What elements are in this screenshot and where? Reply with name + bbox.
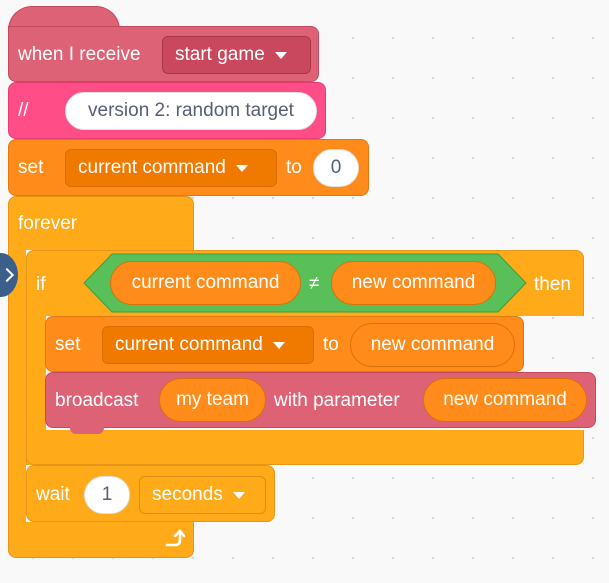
wait-unit-dropdown[interactable]: seconds — [139, 476, 266, 514]
set-label-2: set — [55, 334, 81, 355]
wait-block[interactable]: wait 1 seconds — [26, 465, 275, 522]
broadcast-parameter: new command — [443, 389, 567, 410]
when-i-receive-label: when I receive — [18, 44, 141, 65]
new-command-reporter-1[interactable]: new command — [331, 261, 496, 305]
set-value-1: 0 — [330, 157, 342, 178]
set-value-2: new command — [370, 334, 495, 355]
set-value-input-1[interactable]: 0 — [313, 149, 359, 187]
broadcast-message: my team — [176, 389, 249, 410]
broadcast-notch — [70, 427, 104, 434]
forever-block-bottom[interactable] — [8, 522, 194, 558]
broadcast-label: broadcast — [55, 390, 139, 411]
wait-value: 1 — [101, 484, 113, 505]
message-dropdown[interactable]: start game — [162, 36, 311, 74]
caret-down-icon — [274, 51, 287, 59]
loop-arrow-icon — [165, 529, 185, 547]
broadcast-block[interactable]: broadcast my team with parameter new com… — [45, 372, 596, 428]
comment-prefix: // — [18, 100, 29, 121]
if-block-arm — [26, 315, 46, 465]
forever-block-top[interactable]: forever — [8, 196, 194, 250]
forever-label: forever — [18, 213, 78, 234]
wait-label: wait — [36, 484, 70, 505]
left-operand: current command — [131, 272, 280, 293]
wait-unit-label: seconds — [152, 484, 223, 505]
variable-dropdown-1[interactable]: current command — [65, 149, 277, 187]
comment-text-field[interactable]: version 2: random target — [65, 92, 317, 130]
new-command-reporter-3[interactable]: new command — [423, 378, 587, 422]
right-operand: new command — [351, 272, 476, 293]
set-variable-block-2[interactable]: set current command to new command — [45, 316, 524, 372]
comment-block[interactable]: // version 2: random target — [8, 82, 326, 139]
message-dropdown-label: start game — [175, 44, 265, 65]
my-team-reporter[interactable]: my team — [159, 378, 266, 422]
to-label-1: to — [286, 157, 302, 178]
caret-down-icon — [235, 164, 248, 172]
workspace-scroll-handle[interactable] — [0, 253, 18, 297]
set-variable-block-1[interactable]: set current command to 0 — [8, 139, 369, 196]
new-command-reporter-2[interactable]: new command — [350, 323, 515, 367]
variable-dropdown-2[interactable]: current command — [102, 326, 314, 364]
forever-block-arm — [8, 249, 26, 524]
if-label: if — [36, 274, 46, 295]
if-block-bottom[interactable] — [26, 430, 584, 465]
set-label-1: set — [18, 157, 44, 178]
to-label-2: to — [323, 334, 339, 355]
current-command-reporter-1[interactable]: current command — [110, 261, 301, 305]
not-equal-symbol: ≠ — [309, 273, 320, 294]
with-parameter-label: with parameter — [274, 390, 400, 411]
comment-text: version 2: random target — [88, 100, 294, 121]
when-i-receive-block[interactable]: when I receive start game — [8, 26, 319, 82]
then-label: then — [534, 274, 571, 295]
caret-down-icon — [232, 491, 245, 499]
wait-value-input[interactable]: 1 — [84, 476, 130, 514]
caret-down-icon — [272, 341, 285, 349]
variable-dropdown-1-label: current command — [78, 157, 226, 178]
variable-dropdown-2-label: current command — [115, 334, 263, 355]
